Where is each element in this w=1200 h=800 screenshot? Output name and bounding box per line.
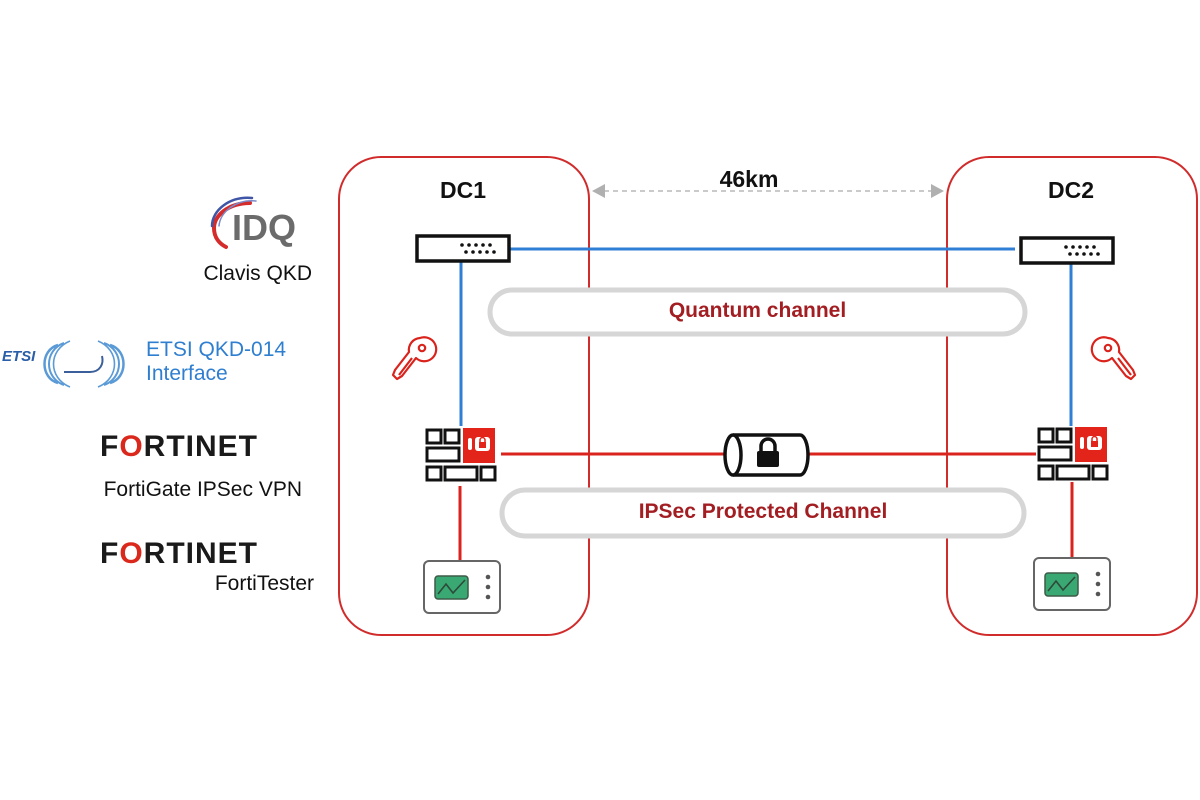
tester-device-icon	[423, 560, 501, 614]
dc2-site-box	[946, 156, 1198, 636]
quantum-link	[459, 247, 1073, 426]
idq-logo: IDQ	[232, 207, 297, 248]
firewall-icon	[425, 428, 497, 482]
fortigate-label: FortiGate IPSec VPN	[103, 478, 302, 501]
etsi-logo: ETSI	[2, 348, 36, 365]
vpn-tunnel-lock-icon	[723, 433, 810, 477]
distance-label: 46km	[719, 166, 779, 192]
fortinet-logo: FORTINET	[100, 537, 258, 570]
etsi-interface-line2: Interface	[146, 362, 228, 385]
fortinet-logo: FORTINET	[100, 430, 258, 463]
firewall-icon	[1037, 427, 1109, 481]
quantum-channel-label: Quantum channel	[668, 299, 847, 322]
etsi-interface-label: ETSI QKD-014 Interface	[146, 338, 326, 386]
etsi-logo-icon	[43, 340, 125, 388]
dc2-title: DC2	[1047, 177, 1094, 203]
fortitester-label: FortiTester	[214, 572, 314, 595]
qkd-device-icon	[1019, 236, 1115, 265]
clavis-qkd-label: Clavis QKD	[203, 262, 312, 285]
etsi-interface-line1: ETSI QKD-014	[146, 338, 287, 361]
distance-arrow	[592, 184, 944, 198]
ipsec-channel-pill	[499, 487, 1027, 539]
dc1-site-box	[338, 156, 590, 636]
quantum-channel-pill	[487, 287, 1028, 337]
key-icon	[391, 336, 438, 381]
idq-logo-icon	[210, 196, 257, 249]
tester-device-icon	[1033, 557, 1111, 611]
key-icon	[1090, 336, 1137, 381]
qkd-device-icon	[415, 234, 511, 263]
ipsec-link	[458, 452, 1074, 562]
ipsec-channel-label: IPSec Protected Channel	[638, 500, 888, 523]
dc1-title: DC1	[439, 177, 486, 203]
